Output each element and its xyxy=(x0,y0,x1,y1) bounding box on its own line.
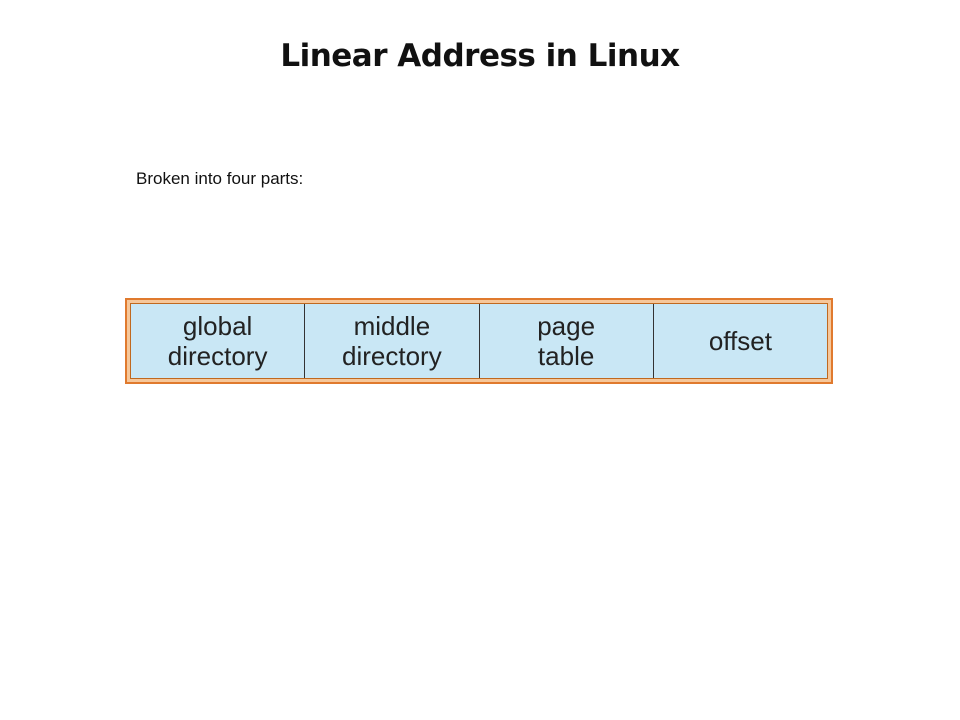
address-fields-row: global directory middle directory page t… xyxy=(130,303,828,379)
slide-subtitle: Broken into four parts: xyxy=(136,169,304,188)
slide-title: Linear Address in Linux xyxy=(280,38,680,74)
field-offset: offset xyxy=(653,304,827,378)
field-middle-directory: middle directory xyxy=(305,304,480,378)
field-global-directory: global directory xyxy=(131,304,306,378)
linear-address-diagram: global directory middle directory page t… xyxy=(125,298,833,384)
field-page-table: page table xyxy=(479,304,654,378)
